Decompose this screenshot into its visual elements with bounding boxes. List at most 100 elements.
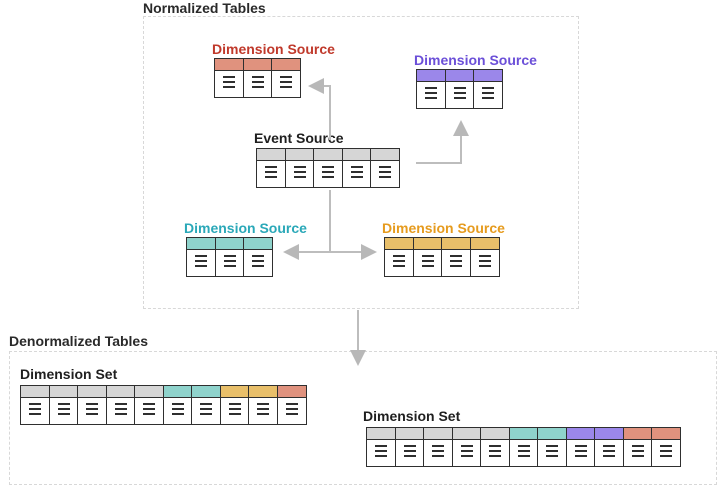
row-line (114, 413, 127, 415)
column-header (272, 59, 300, 71)
row-line (393, 265, 405, 267)
column-rows (574, 445, 587, 460)
row-line (350, 171, 363, 173)
row-line (257, 413, 269, 415)
table-column (243, 237, 273, 277)
row-line (171, 403, 184, 405)
row-line (223, 260, 236, 262)
column-header (623, 428, 652, 440)
table-column (20, 385, 50, 425)
column-header (243, 59, 272, 71)
table-column (416, 69, 446, 109)
row-line (460, 445, 473, 447)
row-line (379, 166, 391, 168)
denormalized-section-title: Denormalized Tables (9, 333, 149, 349)
column-rows (143, 403, 155, 418)
row-line (29, 413, 41, 415)
column-rows (86, 403, 98, 418)
column-rows (257, 403, 269, 418)
row-line (228, 403, 241, 405)
dimension-source-orange-table (384, 237, 500, 277)
row-line (432, 450, 444, 452)
row-line (425, 87, 437, 89)
row-line (482, 97, 494, 99)
column-rows (29, 403, 41, 418)
row-line (375, 445, 387, 447)
table-column (508, 427, 539, 467)
table-column (242, 58, 273, 98)
row-line (517, 450, 530, 452)
row-line (200, 403, 212, 405)
table-column (162, 385, 193, 425)
row-line (29, 408, 41, 410)
column-rows (482, 87, 494, 102)
column-header (509, 428, 538, 440)
row-line (257, 408, 269, 410)
column-rows (450, 255, 462, 270)
row-line (252, 260, 264, 262)
table-column (248, 385, 278, 425)
column-rows (453, 87, 466, 102)
row-line (86, 403, 98, 405)
table-column (271, 58, 301, 98)
column-rows (379, 166, 391, 181)
column-rows (265, 166, 277, 181)
row-line (460, 455, 473, 457)
column-rows (171, 403, 184, 418)
table-column (444, 69, 475, 109)
dimension-source-purple-label: Dimension Source (414, 52, 537, 68)
column-header (257, 149, 285, 161)
row-line (603, 455, 615, 457)
column-header (371, 149, 399, 161)
row-line (143, 403, 155, 405)
row-line (200, 408, 212, 410)
table-column (214, 237, 245, 277)
column-rows (517, 445, 530, 460)
row-line (450, 260, 462, 262)
column-header (192, 386, 220, 398)
row-line (251, 76, 264, 78)
row-line (322, 176, 334, 178)
row-line (285, 403, 298, 405)
row-line (421, 265, 434, 267)
column-rows (425, 87, 437, 102)
dimension-source-red-table (214, 58, 301, 98)
row-line (86, 413, 98, 415)
column-header (244, 238, 272, 250)
row-line (143, 413, 155, 415)
row-line (350, 166, 363, 168)
column-header (163, 386, 192, 398)
row-line (478, 265, 491, 267)
dimension-source-teal-label: Dimension Source (184, 220, 307, 236)
row-line (293, 171, 306, 173)
row-line (631, 455, 644, 457)
column-header (595, 428, 623, 440)
row-line (574, 450, 587, 452)
column-rows (603, 445, 615, 460)
row-line (223, 76, 235, 78)
table-column (186, 237, 216, 277)
column-rows (223, 76, 235, 91)
row-line (489, 450, 501, 452)
column-header (474, 70, 502, 82)
row-line (546, 445, 558, 447)
row-line (425, 92, 437, 94)
column-rows (285, 403, 298, 418)
row-line (228, 408, 241, 410)
row-line (223, 265, 236, 267)
row-line (425, 97, 437, 99)
column-header (367, 428, 395, 440)
column-header (385, 238, 413, 250)
row-line (228, 413, 241, 415)
column-header (277, 386, 306, 398)
dimension-set-1-label: Dimension Set (20, 366, 118, 382)
column-rows (228, 403, 241, 418)
column-header (395, 428, 424, 440)
column-rows (350, 166, 363, 181)
column-header (215, 59, 243, 71)
row-line (322, 166, 334, 168)
row-line (293, 176, 306, 178)
row-line (57, 408, 70, 410)
dimension-set-2-label: Dimension Set (363, 408, 461, 424)
column-rows (631, 445, 644, 460)
